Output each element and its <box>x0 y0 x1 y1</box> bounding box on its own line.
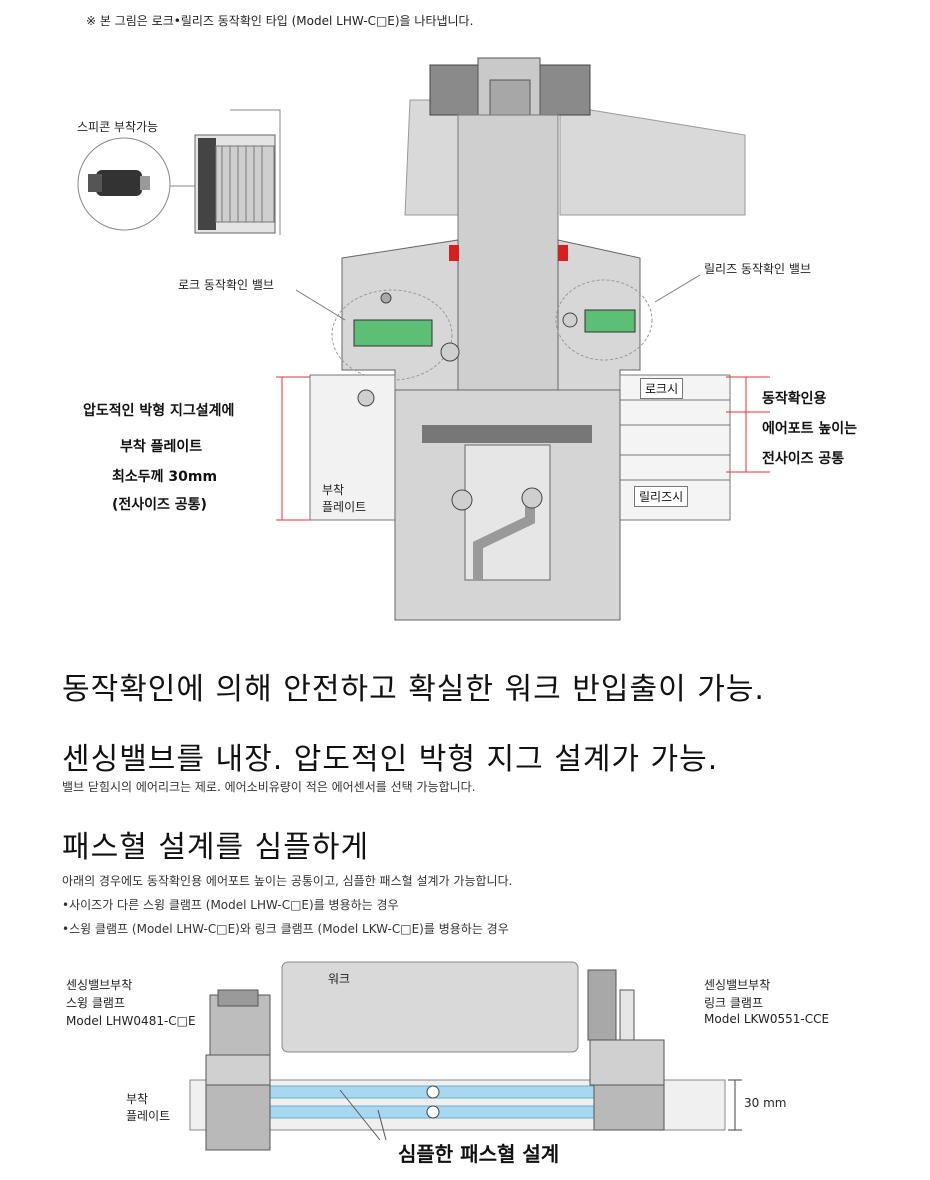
lock-time-label: 로크시 <box>640 378 684 399</box>
headline-2: 센싱밸브를 내장. 압도적인 박형 지그 설계가 가능. <box>62 742 719 777</box>
pass-bullet-1: •사이즈가 다른 스윙 클램프 (Model LHW-C□E)를 병용하는 경우 <box>62 898 399 912</box>
right-callout-line3: 전사이즈 공통 <box>762 451 845 467</box>
right-callout-line1: 동작확인용 <box>762 391 827 407</box>
left-clamp-title-1: 센싱밸브부착 <box>66 978 133 992</box>
right-clamp-title-1: 센싱밸브부착 <box>704 978 771 992</box>
headline-3: 패스혈 설계를 심플하게 <box>62 830 370 865</box>
dimension-lines <box>276 376 770 521</box>
left-clamp-title-2: 스윙 클램프 <box>66 996 126 1010</box>
top-note: ※ 본 그림은 로크•릴리즈 동작확인 타입 (Model LHW-C□E)을 … <box>86 14 474 28</box>
left-callout-line1: 압도적인 박형 지그설계에 <box>83 403 235 419</box>
left-callout-line4: (전사이즈 공통) <box>112 497 207 513</box>
thickness-label: 30 mm <box>744 1096 787 1110</box>
attach-plate-label-2: 플레이트 <box>322 500 367 514</box>
attach-plate-label-1: 부착 <box>322 483 345 497</box>
right-clamp-model: Model LKW0551-CCE <box>704 1012 830 1026</box>
speedcon-label: 스피콘 부착가능 <box>77 120 159 134</box>
plate-label-1: 부착 <box>126 1092 149 1106</box>
pass-hole-diagram <box>189 961 742 1151</box>
lock-valve-label: 로크 동작확인 밸브 <box>178 278 274 292</box>
lock-valve <box>331 289 460 381</box>
speedcon-inset <box>77 109 281 235</box>
pass-desc: 아래의 경우에도 동작확인용 에어포트 높이는 공통이고, 심플한 패스혈 설계… <box>62 874 513 888</box>
left-callout-line2: 부착 플레이트 <box>120 439 203 455</box>
headline-2-sub: 밸브 닫힘시의 에어리크는 제로. 에어소비유량이 적은 에어센서를 선택 가능… <box>62 780 476 794</box>
release-valve <box>555 279 653 361</box>
simple-pass-label: 심플한 패스혈 설계 <box>398 1142 560 1166</box>
right-callout-line2: 에어포트 높이는 <box>762 421 858 437</box>
plate-label-2: 플레이트 <box>126 1109 171 1123</box>
release-time-label: 릴리즈시 <box>634 486 689 507</box>
pass-bullet-2: •스윙 클램프 (Model LHW-C□E)와 링크 클램프 (Model L… <box>62 922 509 936</box>
left-callout-line3: 최소두께 30mm <box>112 469 218 485</box>
work-label: 워크 <box>328 972 351 986</box>
headline-1: 동작확인에 의해 안전하고 확실한 워크 반입출이 가능. <box>62 672 765 707</box>
right-clamp-title-2: 링크 클램프 <box>704 996 764 1010</box>
left-clamp-model: Model LHW0481-C□E <box>66 1014 196 1028</box>
release-valve-label: 릴리즈 동작확인 밸브 <box>704 262 811 276</box>
clamp-cutaway-diagram <box>77 57 770 621</box>
